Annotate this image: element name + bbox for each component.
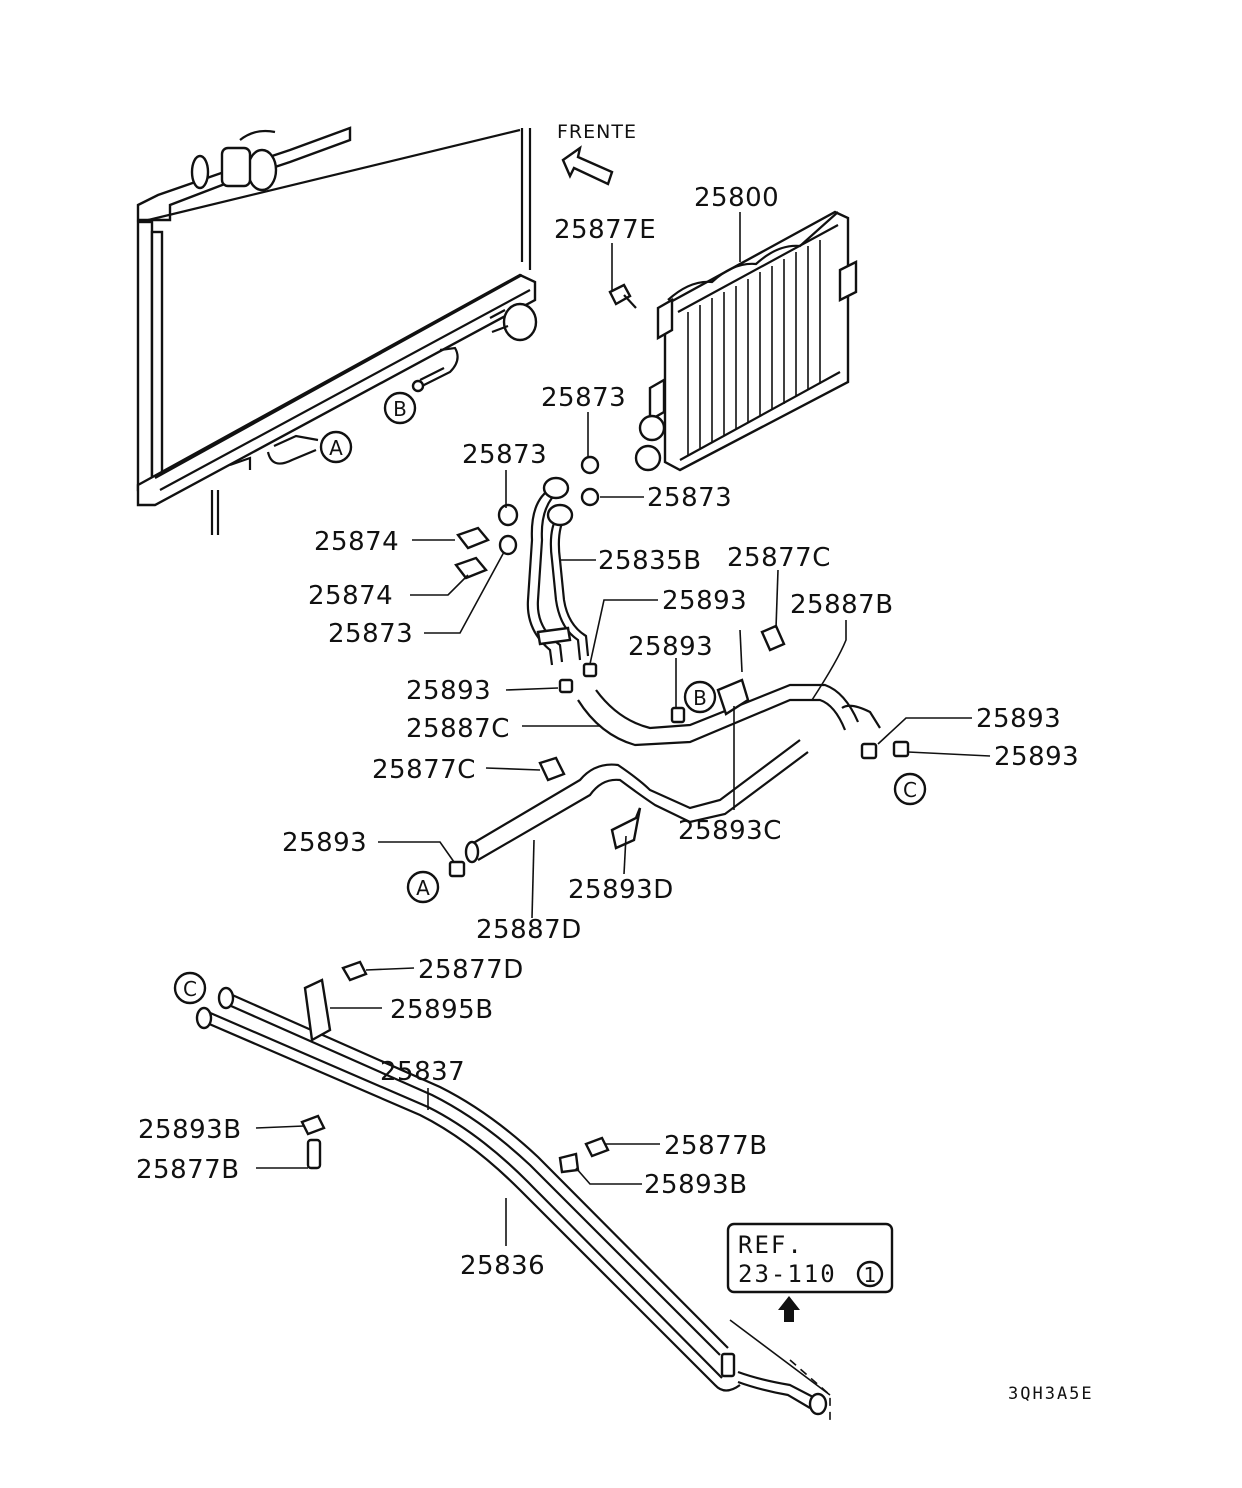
- part-label-25800: 25800: [694, 183, 779, 213]
- drawing-code: 3QH3A5E: [1008, 1384, 1094, 1404]
- part-label-25887C: 25887C: [406, 714, 510, 744]
- connector-b-label: B: [393, 397, 407, 421]
- direction-label: FRENTE: [557, 121, 637, 143]
- part-label-25893-e: 25893: [994, 742, 1079, 772]
- part-label-25874-b: 25874: [308, 581, 393, 611]
- part-label-25887B: 25887B: [790, 590, 894, 620]
- part-label-25873-c: 25873: [647, 483, 732, 513]
- part-label-25893B-b: 25893B: [644, 1170, 748, 1200]
- part-label-25895B: 25895B: [390, 995, 494, 1025]
- part-label-25877D: 25877D: [418, 955, 524, 985]
- part-label-25893D: 25893D: [568, 875, 674, 905]
- part-label-25877C-b: 25877C: [372, 755, 476, 785]
- part-label-25877E: 25877E: [554, 215, 656, 245]
- part-label-25835B: 25835B: [598, 546, 702, 576]
- part-label-25893-b: 25893: [628, 632, 713, 662]
- pipes-and-hoses: [464, 476, 881, 864]
- connector-a-label: A: [329, 436, 343, 460]
- part-label-25873-a: 25873: [541, 383, 626, 413]
- connector-b-label-2: B: [693, 686, 707, 710]
- part-label-25893C: 25893C: [678, 816, 782, 846]
- long-pipes: [195, 960, 831, 1420]
- connector-a-radiator: A: [319, 430, 353, 464]
- part-label-25893B-a: 25893B: [138, 1115, 242, 1145]
- connector-c-label: C: [903, 778, 917, 802]
- part-label-25893-f: 25893: [282, 828, 367, 858]
- connector-a-label-2: A: [416, 876, 430, 900]
- reference-arrow-icon: [778, 1296, 800, 1322]
- front-direction-arrow: [561, 145, 614, 186]
- leader-lines: [255, 212, 991, 1246]
- part-label-25887D: 25887D: [476, 915, 582, 945]
- part-label-25836: 25836: [460, 1251, 545, 1281]
- reference-index: 1: [864, 1263, 877, 1287]
- connector-c-lower: C: [173, 971, 207, 1005]
- oil-cooler-drawing: [634, 210, 858, 472]
- part-label-25893-c: 25893: [406, 676, 491, 706]
- part-label-25877B-a: 25877B: [136, 1155, 240, 1185]
- connector-b-hose: B: [683, 680, 717, 714]
- part-label-25877B-b: 25877B: [664, 1131, 768, 1161]
- fasteners: [448, 283, 910, 878]
- part-label-25873-b: 25873: [462, 440, 547, 470]
- connector-b-radiator: B: [383, 391, 417, 425]
- part-label-25873-d: 25873: [328, 619, 413, 649]
- connector-c-hose: C: [893, 772, 927, 806]
- part-labels: 25800 25877E 25873 25873 25873 25874 258…: [136, 183, 1079, 1281]
- part-label-25874-a: 25874: [314, 527, 399, 557]
- radiator-drawing: [136, 126, 538, 535]
- part-label-25877C-a: 25877C: [727, 543, 831, 573]
- reference-box: REF. 23-110 1: [726, 1222, 894, 1322]
- part-label-25893-a: 25893: [662, 586, 747, 616]
- part-label-25837: 25837: [380, 1057, 465, 1087]
- connector-a-hose: A: [406, 870, 440, 904]
- reference-line-2: 23-110: [738, 1260, 837, 1288]
- reference-line-1: REF.: [738, 1231, 804, 1259]
- connector-c-label-2: C: [183, 977, 197, 1001]
- part-label-25893-d: 25893: [976, 704, 1061, 734]
